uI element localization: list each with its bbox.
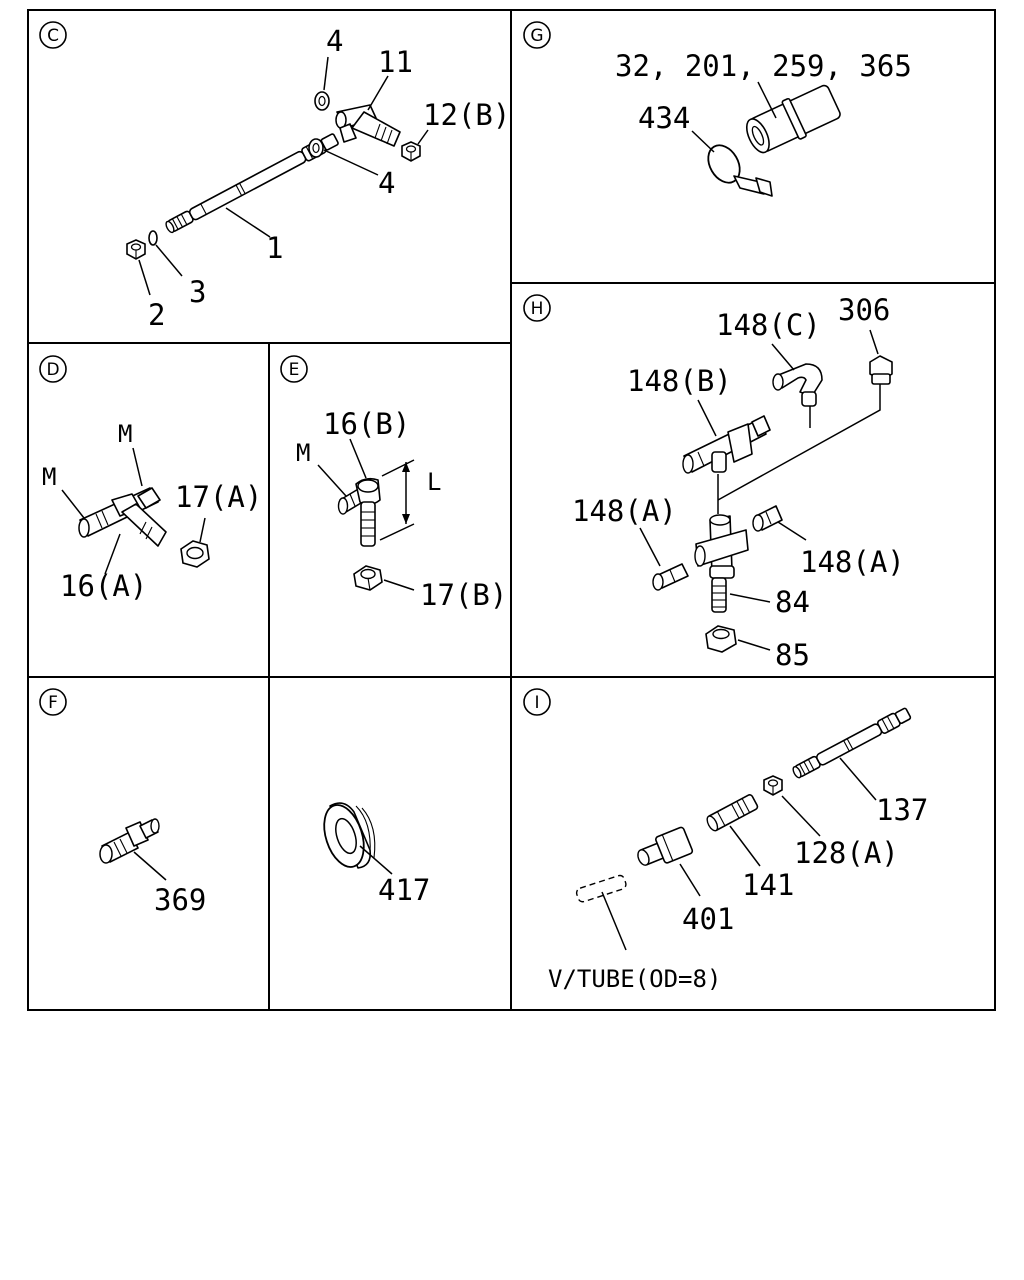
adapter-part-401 <box>637 826 694 866</box>
union-part-369 <box>99 818 160 864</box>
section-e: E 16(B) M L <box>280 355 507 612</box>
label-part-4-top: 4 <box>326 24 343 58</box>
connector-part-148a-left <box>652 563 689 591</box>
connector-part-141 <box>706 794 759 832</box>
section-i-letter: I <box>534 693 539 713</box>
label-part-148a-right: 148(A) <box>800 545 905 579</box>
tee-part-148b <box>682 415 771 474</box>
washer-part-4-bottom <box>308 138 324 158</box>
connector-part-148a-right <box>752 505 783 532</box>
label-part-16b: 16(B) <box>323 407 410 441</box>
tee-union-part-16a <box>78 487 167 547</box>
label-part-17a: 17(A) <box>175 480 262 514</box>
elbow-part-148c <box>772 363 823 407</box>
label-part-137: 137 <box>876 793 928 827</box>
label-part-141: 141 <box>742 868 794 902</box>
section-g-letter: G <box>530 26 543 46</box>
hose-assembly-part-137 <box>790 707 912 780</box>
section-i-marker: I <box>523 688 551 716</box>
nut-part-128a <box>763 775 783 796</box>
nut-part-12b <box>401 141 421 162</box>
section-g-marker: G <box>523 21 551 49</box>
label-part-148b: 148(B) <box>627 364 732 398</box>
label-part-11: 11 <box>378 45 413 79</box>
label-part-16a: 16(A) <box>60 569 147 603</box>
label-part-4-bottom: 4 <box>378 166 395 200</box>
nut-part-2 <box>126 239 146 260</box>
label-part-128a: 128(A) <box>794 836 899 870</box>
grommet-part-417 <box>323 802 376 869</box>
section-d: D M M 17(A) 16(A) <box>39 355 262 603</box>
label-part-84: 84 <box>775 585 810 619</box>
section-g: G 32, 201, 259, 365 434 <box>523 21 912 197</box>
dimension-l <box>379 459 415 541</box>
label-part-12b: 12(B) <box>423 98 510 132</box>
label-part-85: 85 <box>775 638 810 672</box>
label-part-306: 306 <box>838 293 890 327</box>
nut-part-17b <box>353 565 383 591</box>
washer-part-4-top <box>314 91 330 111</box>
label-m: M <box>296 439 310 467</box>
section-e-letter: E <box>289 360 300 380</box>
label-m-top: M <box>118 420 132 448</box>
section-e-marker: E <box>280 355 308 383</box>
section-d-letter: D <box>46 360 59 380</box>
label-dimension-l: L <box>427 468 441 496</box>
section-grommet: 417 <box>323 802 430 907</box>
section-c: C <box>39 21 510 332</box>
label-part-401: 401 <box>682 902 734 936</box>
label-part-2: 2 <box>148 298 165 332</box>
section-c-marker: C <box>39 21 67 49</box>
cross-fitting <box>694 514 749 579</box>
ring-part-3 <box>148 230 158 246</box>
section-frames <box>27 9 996 1011</box>
section-f: F 369 <box>39 688 206 917</box>
nut-part-85 <box>705 625 737 653</box>
section-f-letter: F <box>48 693 58 713</box>
label-parts-32-201-259-365: 32, 201, 259, 365 <box>615 49 912 83</box>
section-h: H <box>523 293 905 672</box>
section-h-letter: H <box>531 299 544 319</box>
clamp-part-434 <box>707 144 773 197</box>
label-part-1: 1 <box>266 231 283 265</box>
bolt-part-84 <box>711 577 727 613</box>
label-part-17b: 17(B) <box>420 578 507 612</box>
label-part-148c: 148(C) <box>716 308 821 342</box>
label-part-369: 369 <box>154 883 206 917</box>
label-part-417: 417 <box>378 873 430 907</box>
section-i: I <box>523 688 928 993</box>
label-part-434: 434 <box>638 101 690 135</box>
tee-fitting-part-11 <box>335 104 401 147</box>
label-vacuum-tube: V/TUBE(OD=8) <box>548 965 721 993</box>
vacuum-tube <box>575 874 627 903</box>
banjo-fitting-part-16b <box>337 477 381 547</box>
label-part-148a-left: 148(A) <box>572 494 677 528</box>
plug-part-306 <box>869 355 893 385</box>
section-d-marker: D <box>39 355 67 383</box>
label-m-left: M <box>42 463 56 491</box>
hose-sleeve-part <box>745 84 841 154</box>
section-c-letter: C <box>47 26 59 46</box>
section-f-marker: F <box>39 688 67 716</box>
section-h-marker: H <box>523 294 551 322</box>
nut-part-17a <box>180 540 210 568</box>
label-part-3: 3 <box>189 275 206 309</box>
